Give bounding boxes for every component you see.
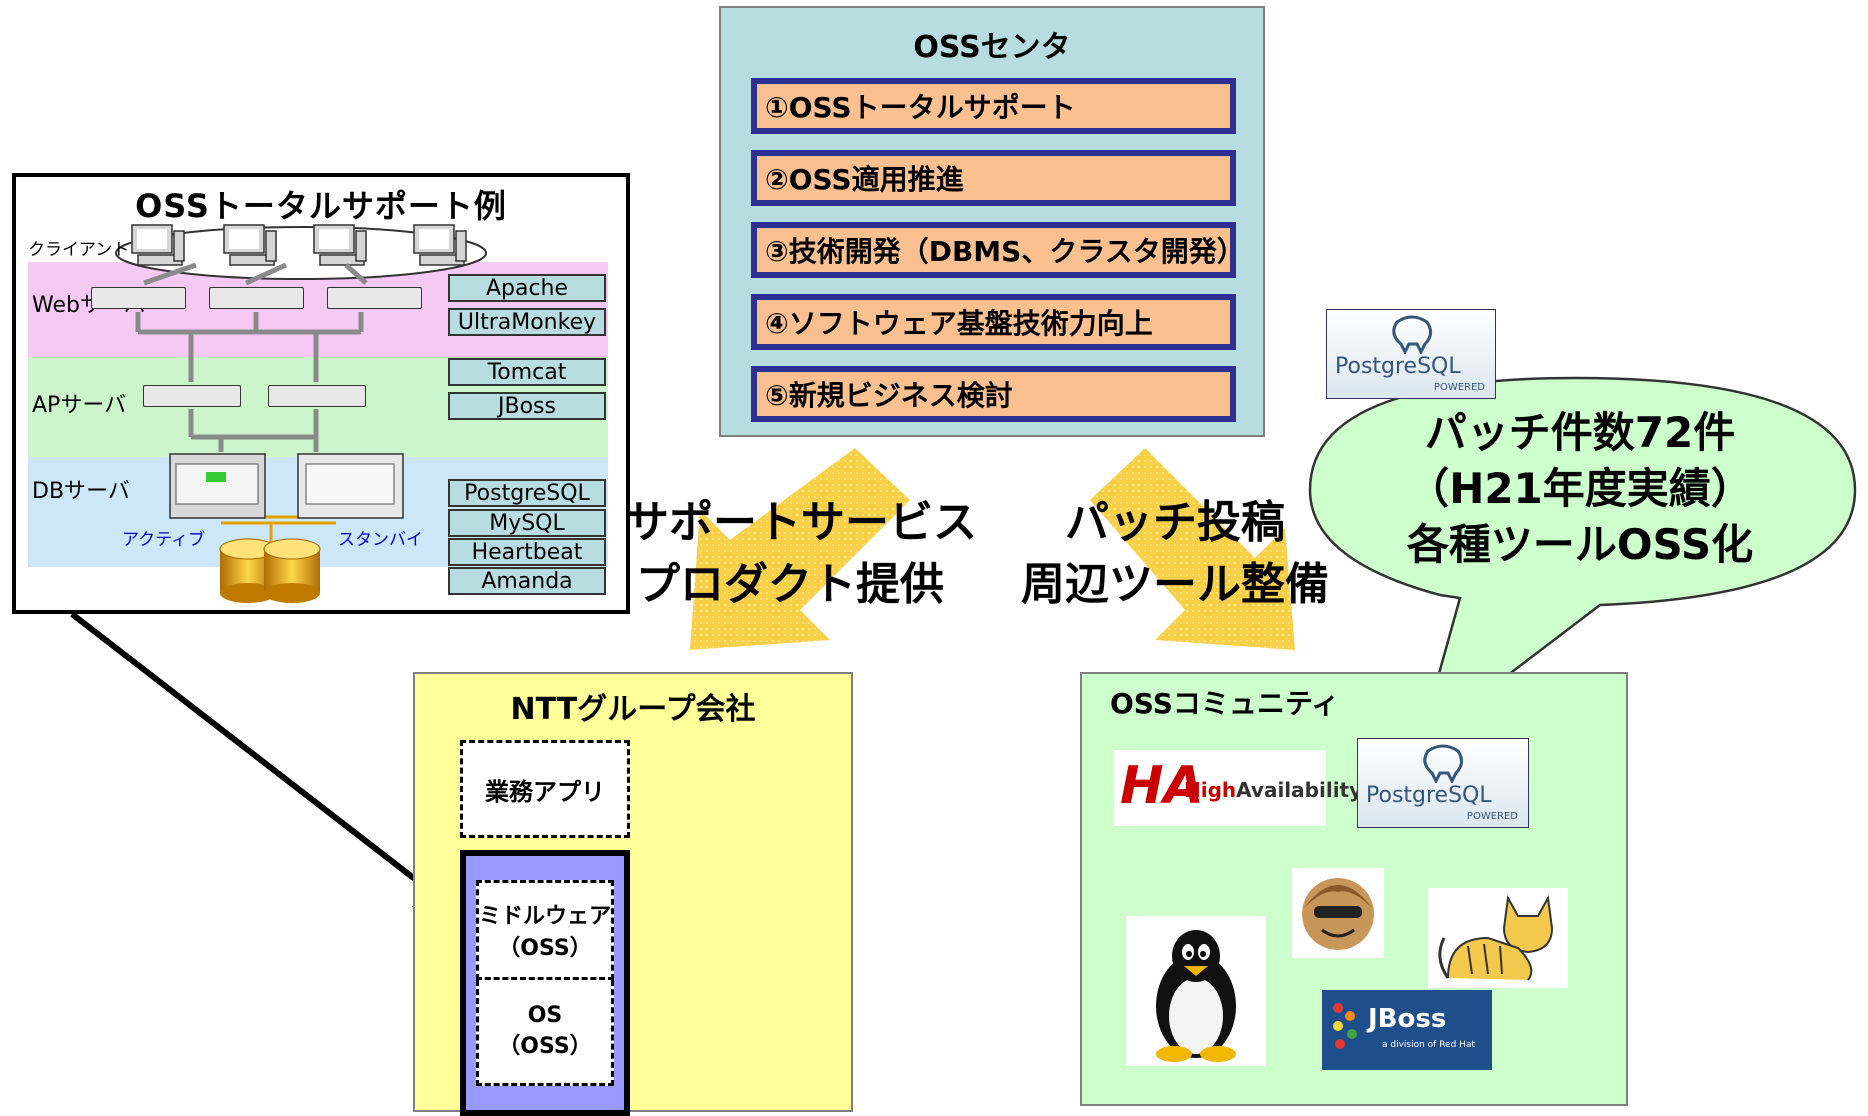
oss-center-title: OSSセンタ <box>913 30 1071 65</box>
product-label: Tomcat <box>448 358 606 386</box>
jboss-dots-icon <box>1333 1003 1357 1049</box>
ntt-group-box: NTTグループ会社 業務アプリ ミドルウェア （OSS） OS （OSS） <box>413 672 853 1116</box>
support-example-box: OSSトータルサポート例 クライアント <box>12 173 630 614</box>
jboss-logo-sub: a division of Red Hat <box>1382 1040 1475 1050</box>
mission-item: ①OSSトータルサポート <box>751 78 1236 134</box>
middleware-os-frame: ミドルウェア （OSS） OS （OSS） <box>460 850 630 1116</box>
client-network <box>115 226 487 280</box>
bubble-text: パッチ件数72件 （H21年度実績） 各種ツールOSS化 <box>1330 405 1830 573</box>
left-arrow-label: サポートサービス プロダクト提供 <box>625 492 977 616</box>
web-server-icon <box>327 287 422 309</box>
web-server-icon <box>91 287 186 309</box>
network-connectors <box>135 262 368 542</box>
elephant-icon <box>1423 744 1463 783</box>
postgresql-logo-sub: POWERED <box>1466 811 1518 822</box>
ha-availability: Availability <box>1236 778 1363 802</box>
ha-mark: HA <box>1120 756 1204 816</box>
tomcat-logo <box>1428 888 1568 988</box>
left-arrow-line: サポートサービス <box>625 497 977 548</box>
right-arrow-label: パッチ投稿 周辺ツール整備 <box>1010 492 1340 616</box>
product-label: Amanda <box>448 567 606 595</box>
ntt-group-title: NTTグループ会社 <box>510 692 756 727</box>
active-label: アクティブ <box>122 530 206 550</box>
postgresql-logo-text: PostgreSQL <box>1366 783 1492 808</box>
middleware-layer: ミドルウェア （OSS） <box>476 880 614 980</box>
ap-tier-label: APサーバ <box>32 393 127 418</box>
product-label: PostgreSQL <box>448 479 606 507</box>
right-arrow-line: 周辺ツール整備 <box>1021 559 1329 610</box>
os-sub: （OSS） <box>498 1034 592 1059</box>
business-app-layer: 業務アプリ <box>460 740 630 838</box>
middleware-sub: （OSS） <box>498 936 592 961</box>
postgresql-logo-sub: POWERED <box>1433 382 1485 393</box>
oss-center-box: OSSセンタ ①OSSトータルサポート ②OSS適用推進 ③技術開発（DBMS、… <box>719 6 1265 437</box>
elephant-icon <box>1392 315 1432 354</box>
storage-disk-icon <box>219 538 321 603</box>
mission-item: ③技術開発（DBMS、クラスタ開発） <box>751 222 1245 278</box>
jboss-logo-text: JBoss <box>1368 1004 1447 1034</box>
high-availability-logo: HA HighAvailability <box>1114 750 1362 826</box>
middleware-label: ミドルウェア <box>479 904 612 929</box>
postgresql-logo-text: PostgreSQL <box>1335 354 1461 379</box>
right-arrow-line: パッチ投稿 <box>1065 497 1285 548</box>
bubble-line: （H21年度実績） <box>1407 464 1753 513</box>
product-label: UltraMonkey <box>448 308 606 336</box>
tux-logo <box>1126 916 1266 1066</box>
postgresql-logo: PostgreSQL POWERED <box>1326 309 1496 399</box>
ap-server-icon <box>268 385 366 407</box>
os-layer: OS （OSS） <box>476 980 614 1086</box>
mascot-logo <box>1292 868 1384 958</box>
db-tier-label: DBサーバ <box>32 479 130 504</box>
mission-item: ②OSS適用推進 <box>751 150 1236 206</box>
left-arrow-shape <box>690 448 910 650</box>
right-arrow-shape <box>1090 448 1295 650</box>
postgresql-logo: PostgreSQL POWERED <box>1357 738 1529 828</box>
standby-label: スタンバイ <box>338 530 423 550</box>
support-example-title: OSSトータルサポート例 <box>135 187 507 225</box>
bubble-line: 各種ツールOSS化 <box>1406 520 1754 569</box>
db-server-icons <box>169 453 404 519</box>
mission-item: ⑤新規ビジネス検討 <box>751 366 1236 422</box>
ap-server-icon <box>143 385 241 407</box>
product-label: JBoss <box>448 392 606 420</box>
ha-high: High <box>1184 778 1237 802</box>
product-label: MySQL <box>448 509 606 537</box>
left-arrow-line: プロダクト提供 <box>636 559 944 610</box>
speech-bubble <box>1308 376 1857 746</box>
mission-item: ④ソフトウェア基盤技術力向上 <box>751 294 1236 350</box>
oss-community-box: OSSコミュニティ HA HighAvailability PostgreSQL… <box>1080 672 1628 1106</box>
product-label: Apache <box>448 274 606 302</box>
ha-text: HighAvailability <box>1184 778 1362 802</box>
os-label: OS <box>527 1003 563 1028</box>
jboss-logo: JBoss a division of Red Hat <box>1322 990 1492 1070</box>
product-label: Heartbeat <box>448 538 606 566</box>
client-label: クライアント <box>28 240 130 260</box>
client-pc-icons <box>131 224 467 266</box>
bubble-line: パッチ件数72件 <box>1424 408 1736 457</box>
web-server-icon <box>209 287 304 309</box>
oss-community-title: OSSコミュニティ <box>1110 687 1340 720</box>
